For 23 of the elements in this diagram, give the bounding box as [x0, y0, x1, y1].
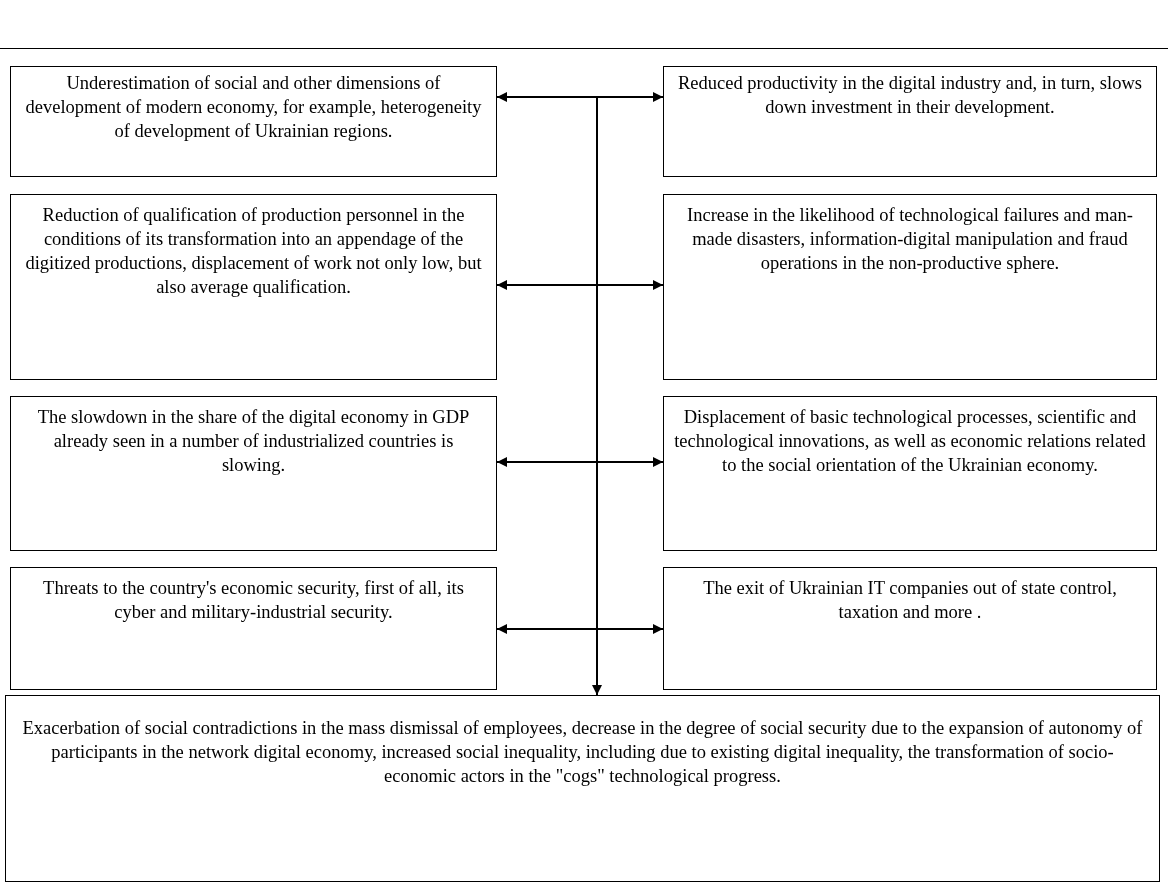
arrow: [496, 457, 664, 467]
text-box: [663, 194, 1157, 380]
box-text: Underestimation of social and other dimensions of development of modern economy, for example, heterogeneity of development of Ukrainian regions.: [24, 72, 483, 143]
text-box: [10, 66, 497, 177]
box-text: Exacerbation of social contradictions in the mass dismissal of employees, decrease in the degree of social security due to the expansion of autonomy of participants in the network digital economy, increased social inequality, including due to existing digital inequality, the transformation of socio-economic actors in the "cogs" technological progress.: [21, 717, 1144, 788]
box-text: Reduced productivity in the digital industry and, in turn, slows down investment in their development.: [677, 72, 1143, 119]
arrow: [496, 624, 664, 634]
text-box: [5, 695, 1160, 882]
text-box: [10, 567, 497, 690]
box-text: The slowdown in the share of the digital economy in GDP already seen in a number of industrialized countries is slowing.: [36, 406, 471, 477]
text-box: [663, 66, 1157, 177]
arrow: [496, 92, 664, 102]
text-box: [10, 194, 497, 380]
text-box: [663, 567, 1157, 690]
arrow: [496, 280, 664, 290]
text-box: [663, 396, 1157, 551]
text-box: [10, 396, 497, 551]
box-text: Displacement of basic technological processes, scientific and technological innovations, as well as economic relations related to the social orientation of the Ukrainian economy.: [674, 406, 1146, 477]
arrow: [592, 96, 602, 696]
box-text: Reduction of qualification of production personnel in the conditions of its transformation into an appendage of the digitized productions, displacement of work not only low, but also average qualification.: [24, 204, 483, 299]
box-text: Increase in the likelihood of technological failures and man-made disasters, information-digital manipulation and fraud operations in the non-productive sphere.: [686, 204, 1134, 275]
box-text: The exit of Ukrainian IT companies out of state control, taxation and more .: [702, 577, 1118, 624]
box-text: Threats to the country's economic security, first of all, its cyber and military-industrial security.: [42, 577, 465, 624]
